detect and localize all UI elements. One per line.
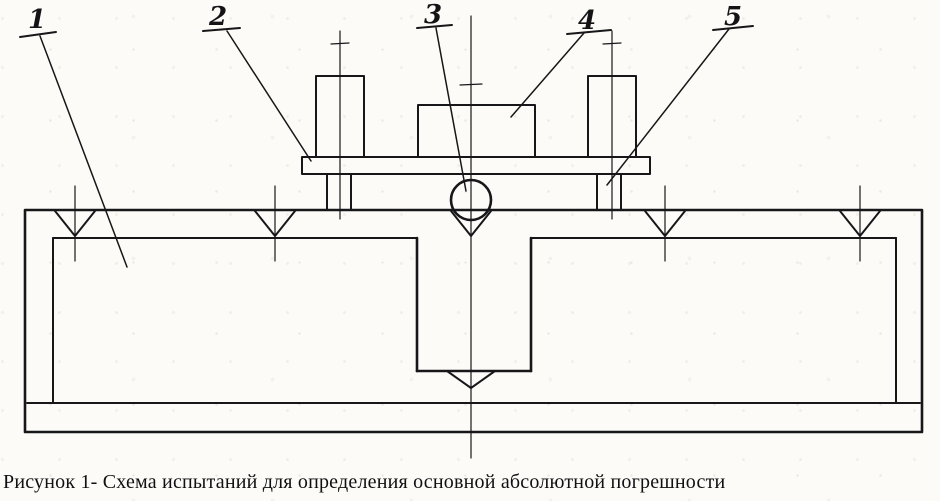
tank-outer-contour xyxy=(23,208,924,434)
rim-v-notches xyxy=(54,185,881,262)
main-axis-tick xyxy=(459,83,483,86)
central-block-outline xyxy=(417,104,536,158)
callout-label-4: 4 xyxy=(578,6,596,36)
callout-4-underline xyxy=(566,29,612,35)
callout-5-underline xyxy=(712,25,754,31)
right-post-center-tick xyxy=(602,42,622,45)
support-plate xyxy=(301,156,651,210)
main-centerline xyxy=(459,15,483,459)
callout-label-2: 2 xyxy=(208,2,227,32)
callout-label-1: 1 xyxy=(28,5,46,35)
callout-2-leader xyxy=(226,30,312,162)
callout-1-underline xyxy=(19,31,57,38)
plate-outline xyxy=(301,156,651,175)
left-post xyxy=(315,30,365,220)
callout-4-leader xyxy=(510,32,585,118)
callout-2-underline xyxy=(202,27,241,32)
central-block xyxy=(417,104,536,158)
callout-label-3: 3 xyxy=(424,0,442,30)
callout-5-leader xyxy=(606,28,730,186)
right-post xyxy=(587,30,637,220)
ball xyxy=(449,178,493,222)
callout-numbers: 1 2 3 4 5 xyxy=(28,0,742,36)
ball-outline xyxy=(449,178,493,222)
central-column xyxy=(415,236,533,389)
callout-3-underline xyxy=(416,24,453,29)
left-post-center-tick xyxy=(330,42,350,45)
callout-leaders xyxy=(19,24,754,268)
callout-1-leader xyxy=(39,35,128,268)
callout-3-leader xyxy=(435,27,467,192)
callout-label-5: 5 xyxy=(724,2,742,32)
tank-body xyxy=(23,208,924,434)
figure-caption: Рисунок 1- Схема испытаний для определен… xyxy=(3,471,726,493)
